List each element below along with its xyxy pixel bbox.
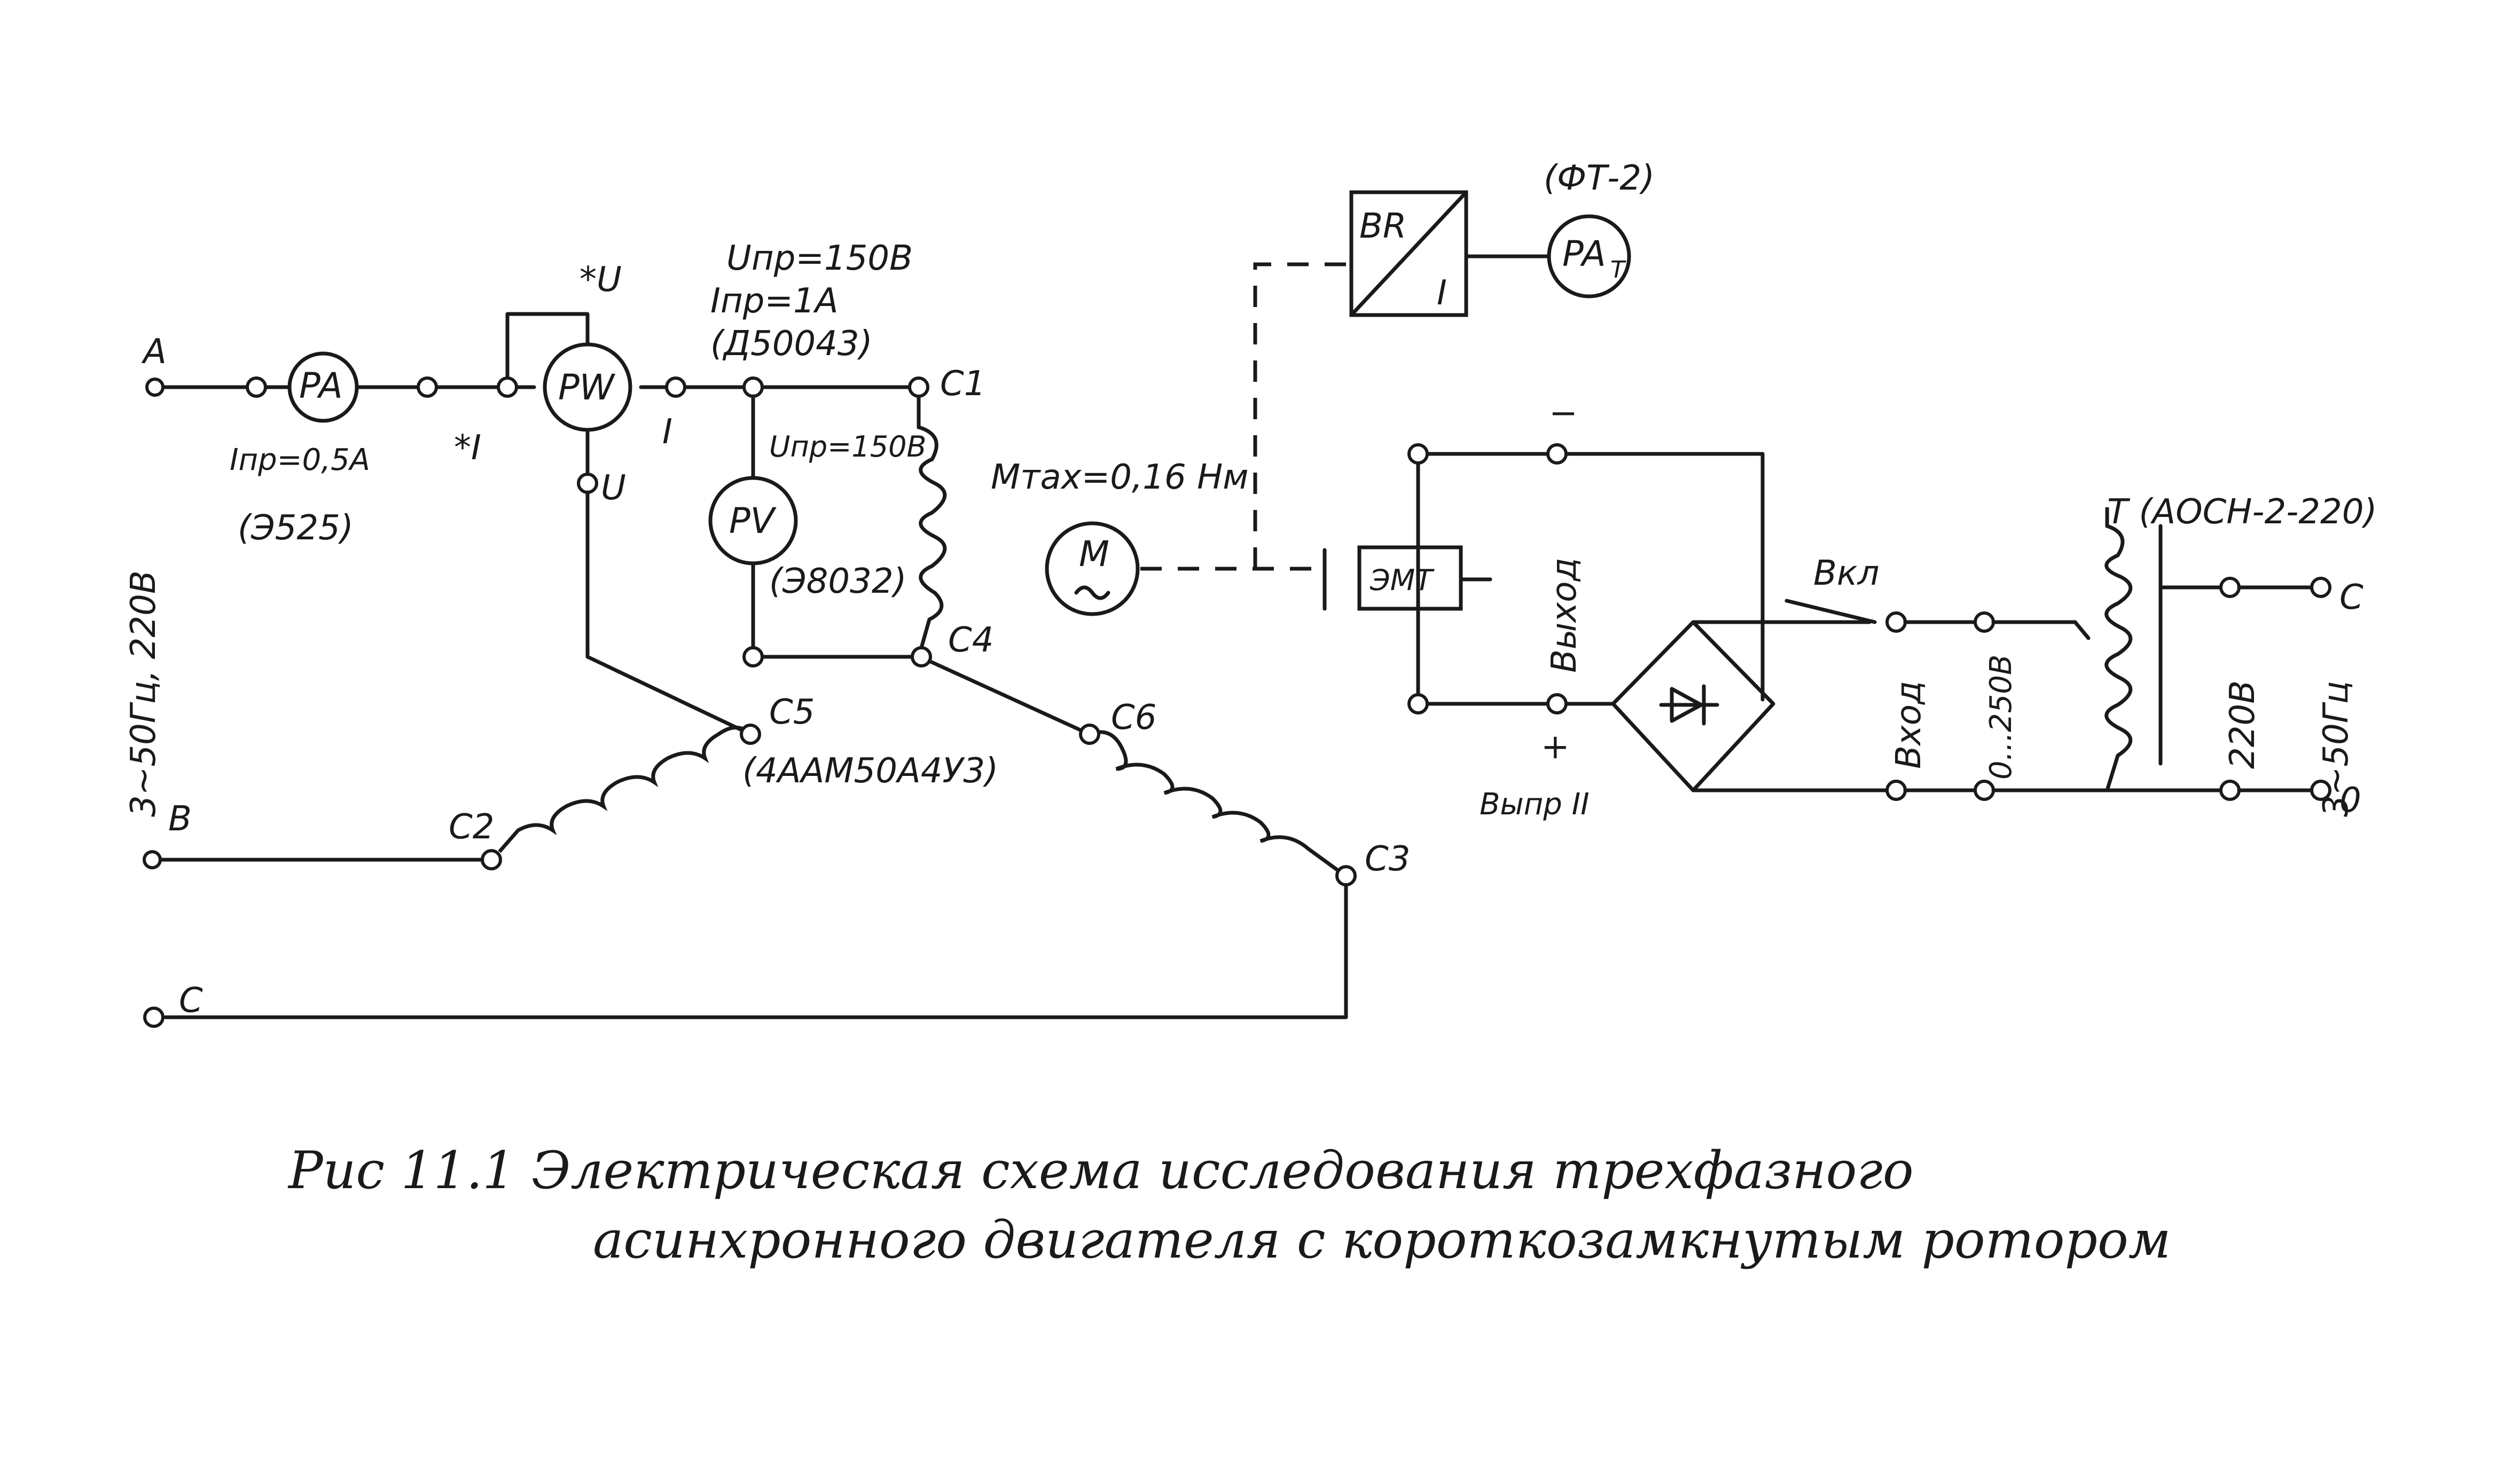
term-0-label: 0 (2339, 781, 2361, 820)
terminal-supply-0 (2310, 780, 2331, 801)
br-label: BR (1359, 207, 1406, 246)
ft2-label: (ФТ-2) (1544, 159, 1655, 198)
terminal-out-2 (1407, 693, 1429, 714)
terminal-220-1 (2219, 577, 2241, 598)
torque-label: Mтах=0,16 Нм (991, 458, 1248, 497)
terminal-supply-c (2310, 577, 2331, 598)
transformer-label: T (АОСН-2-220) (2107, 492, 2377, 532)
wm-star-i-label: *I (454, 428, 481, 468)
terminal-c (143, 1007, 165, 1028)
term-c-label: C (2339, 578, 2364, 617)
vkhod-label: Вход (1889, 681, 1929, 769)
ammeter-label: PA (299, 365, 343, 406)
terminal-wm-i (665, 376, 686, 398)
shaft-to-br-dashed (1253, 262, 1349, 569)
terminal-a3 (417, 376, 438, 398)
caption-line-2: асинхронного двигателя с короткозамкнуты… (593, 1210, 2171, 1270)
ammeter-type: (Э525) (238, 508, 354, 548)
supply-left-label: 3~50Гц, 220В (124, 570, 163, 817)
ammeter-t-sub: T (1610, 256, 1626, 284)
ammeter-rating: Iпр=0,5А (230, 443, 370, 477)
terminal-a (145, 378, 165, 397)
terminal-c4 (911, 646, 932, 667)
c3-label: С3 (1365, 839, 1410, 879)
wm-u-label: U (601, 468, 626, 508)
vykhod-label: Выход (1545, 557, 1584, 673)
winding-c1-c4 (917, 396, 947, 648)
terminal-c3 (1335, 865, 1357, 886)
c6-label: С6 (1111, 698, 1156, 737)
terminal-c1 (908, 376, 929, 398)
motor-type: (4ААМ50А4У3) (742, 751, 998, 791)
ammeter-pa (287, 351, 359, 423)
terminal-wm-star-i (497, 376, 518, 398)
terminal-in-2 (1885, 780, 1907, 801)
terminal-wm-u (577, 473, 598, 494)
wm-i-label: I (662, 412, 672, 452)
voltmeter-branch (751, 394, 915, 659)
c4-label: С4 (948, 620, 993, 660)
terminal-c5 (740, 724, 761, 745)
vm-type: (Э8032) (769, 562, 907, 601)
range-label: 0...250В (1984, 655, 2018, 780)
terminal-range-2 (1974, 780, 1995, 801)
phase-c-label: C (179, 981, 203, 1020)
ammeter-pat (1547, 214, 1631, 299)
plus-label: + (1541, 727, 1570, 767)
diode-icon (1659, 684, 1719, 726)
winding-c5-c2 (498, 726, 752, 853)
wm-star-u-label: *U (580, 260, 622, 300)
wm-rating-i: Iпр=1А (710, 281, 838, 321)
emt-label: ЭМТ (1369, 563, 1435, 597)
voltmeter-label: PV (729, 500, 777, 541)
terminal-a2 (246, 376, 267, 398)
phase-a-label: A (141, 332, 167, 372)
vypr-label: Выпр II (1480, 787, 1590, 822)
terminal-220-2 (2219, 780, 2241, 801)
wm-u-lead (585, 490, 753, 736)
c2-label: С2 (449, 807, 494, 847)
terminal-b (143, 850, 162, 869)
wm-type: (Д50043) (710, 324, 873, 364)
phase-a-line (161, 312, 913, 389)
wattmeter-label: PW (558, 367, 616, 408)
wire-c4-c6 (927, 659, 1092, 736)
phase-b-label: B (168, 799, 192, 839)
c1-label: С1 (940, 364, 985, 404)
terminal-c6 (1079, 724, 1100, 745)
vkl-label: Вкл (1813, 554, 1879, 593)
minus-label: − (1549, 394, 1578, 433)
terminal-out-minus (1546, 443, 1568, 465)
motor-label: M (1079, 533, 1109, 575)
terminal-vm-top (742, 376, 764, 398)
caption-line-1: Рис 11.1 Электрическая схема исследовани… (287, 1141, 1914, 1200)
winding-c6-c3 (1089, 730, 1340, 872)
ammeter-t-label: PA (1562, 233, 1606, 274)
tilde-icon (1074, 585, 1110, 600)
supply-right-label: 3~50Гц (2316, 681, 2356, 817)
vm-rating: Uпр=150В (769, 430, 926, 464)
terminal-in-1 (1885, 611, 1907, 633)
terminal-vm-bottom (742, 646, 764, 667)
v220-label: 220В (2223, 680, 2263, 769)
voltmeter-pv (708, 476, 798, 565)
terminal-c2 (481, 849, 502, 870)
wm-rating-u: Uпр=150В (726, 239, 913, 278)
terminal-out-1 (1407, 443, 1429, 465)
terminal-range-1 (1974, 611, 1995, 633)
phase-c-line (163, 883, 1348, 1019)
c5-label: С5 (769, 693, 815, 732)
autotransformer (1991, 507, 2224, 792)
br-i-label: I (1437, 273, 1447, 313)
terminal-out-plus (1546, 693, 1568, 714)
rectifier-wiring (1416, 452, 1890, 792)
motor-m (1045, 521, 1140, 616)
emt-brake (1357, 545, 1463, 611)
